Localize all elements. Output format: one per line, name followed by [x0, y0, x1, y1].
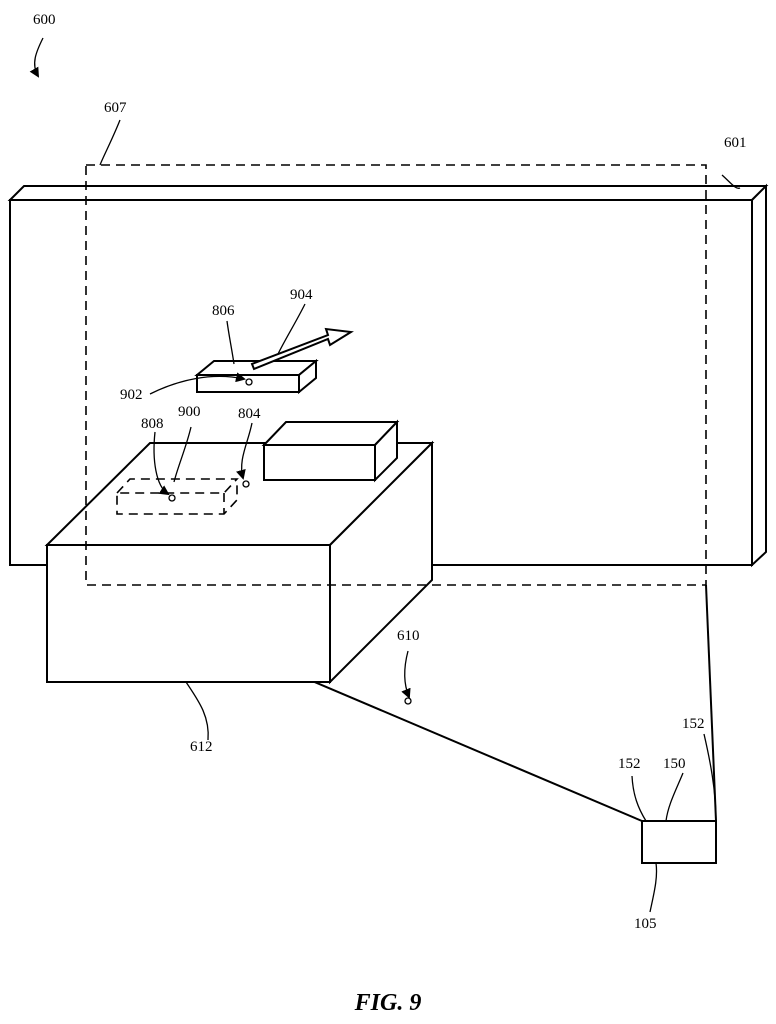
label-610: 610: [397, 628, 420, 644]
label-105: 105: [634, 916, 657, 932]
label-900: 900: [178, 404, 201, 420]
label-904: 904: [290, 287, 313, 303]
label-150: 150: [663, 756, 686, 772]
label-607: 607: [104, 100, 127, 116]
label-152-right: 152: [682, 716, 705, 732]
box-on-table: [264, 422, 397, 480]
label-808: 808: [141, 416, 164, 432]
label-601: 601: [724, 135, 747, 151]
label-152-left: 152: [618, 756, 641, 772]
label-600: 600: [33, 12, 56, 28]
label-806: 806: [212, 303, 235, 319]
label-612: 612: [190, 739, 213, 755]
label-902: 902: [120, 387, 143, 403]
label-804: 804: [238, 406, 261, 422]
figure-caption: FIG. 9: [354, 990, 422, 1016]
device-105: [642, 821, 716, 863]
